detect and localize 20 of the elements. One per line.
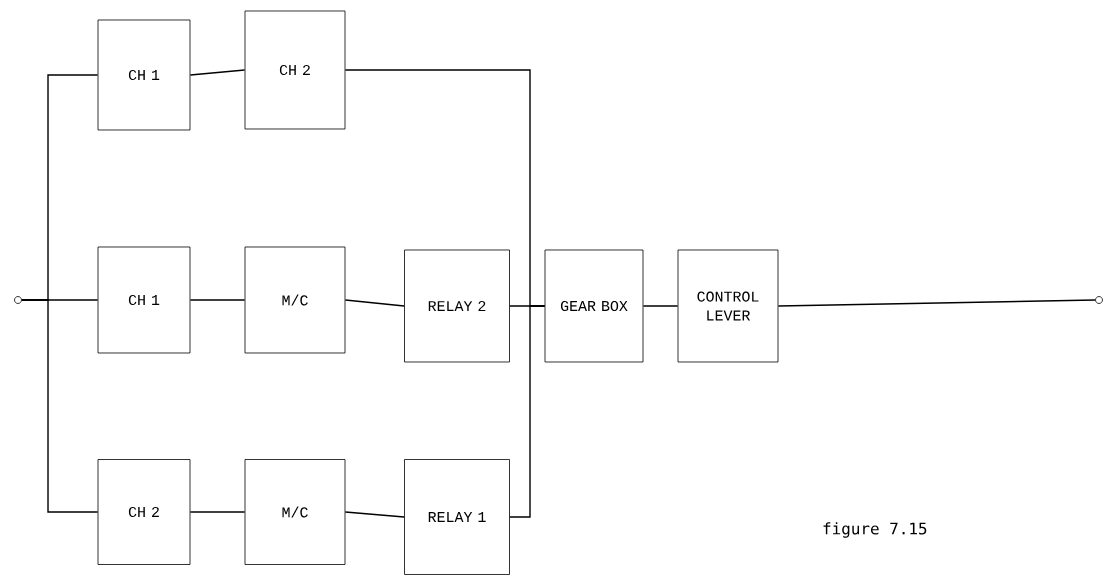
block-box: CH 1 <box>97 19 191 131</box>
connector-line <box>642 305 679 307</box>
connector-line <box>189 69 246 76</box>
block-box: CONTROL LEVER <box>677 249 779 363</box>
block-box: RELAY 2 <box>404 249 510 363</box>
block-box: CH 1 <box>97 246 191 354</box>
block-box: GEAR BOX <box>544 249 644 363</box>
figure-caption: figure 7.15 <box>823 522 927 538</box>
connector-line <box>189 511 246 513</box>
connector-line <box>777 299 1096 307</box>
connector-line <box>189 299 246 301</box>
connector-line <box>344 511 405 518</box>
block-box: RELAY 1 <box>404 459 510 575</box>
block-box: CH 2 <box>244 10 346 130</box>
connector-line <box>21 299 99 513</box>
block-box: M/C <box>244 459 346 565</box>
connector-line <box>344 299 405 307</box>
block-box: M/C <box>244 246 346 354</box>
block-box: CH 2 <box>97 459 191 565</box>
connector-line <box>509 305 546 518</box>
